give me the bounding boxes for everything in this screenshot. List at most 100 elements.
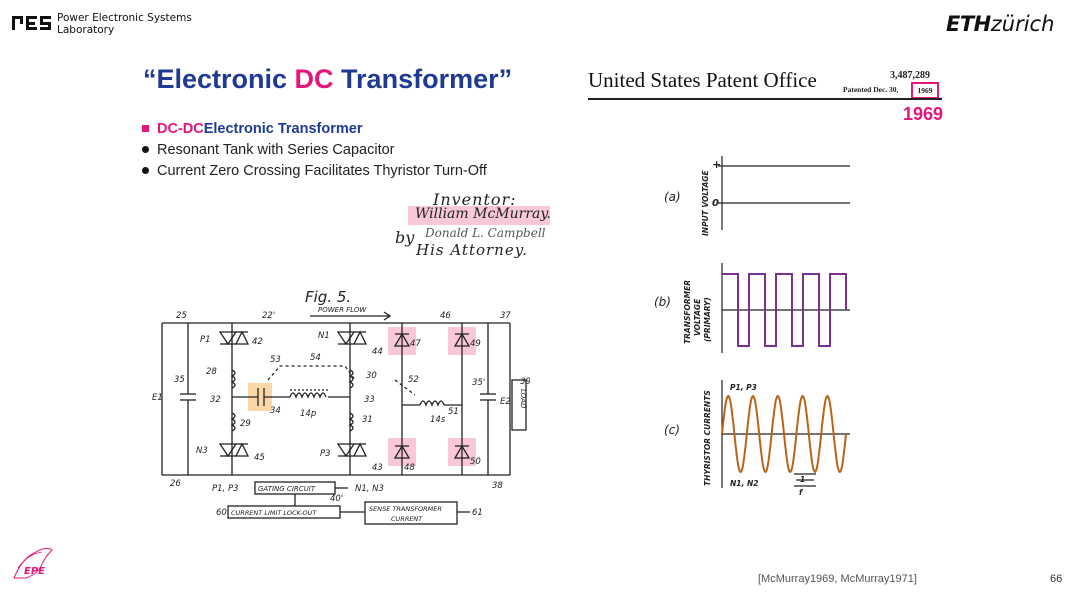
citation: [McMurray1969, McMurray1971]	[758, 573, 917, 585]
ref-14p: 14p	[300, 409, 316, 419]
epe-logo-icon: EPE	[13, 547, 53, 579]
inventor-name: William McMurray.	[415, 206, 551, 222]
power-flow-label: POWER FLOW	[318, 306, 367, 314]
ref-35p: 35'	[472, 378, 485, 388]
load-label: LOAD	[519, 389, 527, 409]
circuit-diagram: Fig. 5. POWER FLOW GATING CIRCUIT CURREN…	[152, 288, 530, 525]
n3-label: N3	[196, 446, 208, 456]
ref-53: 53	[270, 355, 281, 365]
ref-32: 32	[210, 395, 221, 405]
e2-label: E2	[500, 397, 511, 407]
patent-header-rule	[588, 98, 942, 100]
slide-title: “Electronic DC Transformer”	[143, 64, 512, 95]
ref-52: 52	[408, 375, 419, 385]
ref-30: 30	[366, 371, 377, 381]
waveform-c-label: (c)	[664, 423, 680, 437]
ref-49: 49	[470, 339, 481, 349]
ref-39: 39	[520, 377, 530, 387]
transformer-axis-label-1: TRANSFORMER	[683, 280, 692, 344]
waveform-b-label: (b)	[654, 295, 671, 309]
ref-61: 61	[472, 508, 483, 518]
dot-bullet-icon	[142, 167, 149, 174]
thyristor-current-wave	[721, 394, 847, 474]
e1-label: E1	[152, 393, 163, 403]
lab-name: Power Electronic Systems Laboratory	[57, 12, 192, 36]
ref-43: 43	[372, 463, 383, 473]
ref-60: 60	[216, 508, 227, 518]
bullet-item: Current Zero Crossing Facilitates Thyris…	[140, 160, 487, 181]
n1n2-wave-label: N1, N2	[730, 479, 758, 488]
sense-current-label: CURRENT	[391, 515, 423, 523]
ref-25: 25	[176, 311, 187, 321]
dot-bullet-icon	[142, 146, 149, 153]
ref-22: 22'	[262, 311, 275, 321]
lab-name-line2: Laboratory	[57, 24, 115, 36]
patented-date-label: Patented Dec. 30,	[843, 85, 899, 94]
ref-51: 51	[448, 407, 459, 417]
lab-name-line1: Power Electronic Systems	[57, 12, 192, 24]
ref-50: 50	[470, 457, 481, 467]
inventor-label: Inventor:	[433, 190, 517, 209]
attorney-label: His Attorney.	[416, 241, 528, 259]
transformer-axis-label-2: VOLTAGE	[693, 298, 702, 336]
thyristor-currents-axis-label: THYRISTOR CURRENTS	[703, 390, 712, 486]
p1p3-wave-label: P1, P3	[730, 383, 757, 392]
ref-33: 33	[364, 395, 375, 405]
eth-logo-rest: zürich	[990, 12, 1055, 36]
title-part2: Transformer”	[333, 64, 513, 94]
ref-46: 46	[440, 311, 451, 321]
input-voltage-axis-label: INPUT VOLTAGE	[701, 170, 710, 236]
svg-text:EPE: EPE	[24, 566, 45, 577]
bullet-item: Resonant Tank with Series Capacitor	[140, 139, 487, 160]
p1-label: P1	[200, 335, 211, 345]
ref-44: 44	[372, 347, 383, 357]
ref-29: 29	[240, 419, 251, 429]
bullet-accent: DC-DC	[157, 120, 204, 137]
ref-42: 42	[252, 337, 263, 347]
ref-34: 34	[270, 406, 281, 416]
ref-14s: 14s	[430, 415, 446, 425]
figure-label: Fig. 5.	[305, 288, 351, 306]
inventor-highlight	[408, 206, 550, 225]
eth-logo-bold: ETH	[946, 12, 991, 36]
eth-logo-icon: ETHzürich	[946, 12, 1054, 36]
ref-38: 38	[492, 481, 503, 491]
bullet-text: Current Zero Crossing Facilitates Thyris…	[157, 162, 487, 179]
p1p3-label: P1, P3	[212, 484, 238, 494]
bullet-text: Electronic Transformer	[203, 120, 363, 137]
transformer-voltage-wave	[722, 273, 847, 347]
patent-number: 3,487,289	[890, 70, 930, 81]
title-part1: “Electronic	[143, 64, 295, 94]
ref-31: 31	[362, 415, 373, 425]
p3-label: P3	[320, 449, 331, 459]
ref-47: 47	[410, 339, 421, 349]
patent-office-title: United States Patent Office	[588, 68, 817, 92]
ref-54: 54	[310, 353, 321, 363]
ref-45: 45	[254, 453, 265, 463]
n1-label: N1	[318, 331, 330, 341]
year-highlight: 1969	[903, 104, 944, 124]
ref-48: 48	[404, 463, 415, 473]
waveform-diagram: (a) (b) (c) INPUT VOLTAGE TRANSFORMER VO…	[654, 156, 850, 497]
ref-35: 35	[174, 375, 185, 385]
ref-40: 40'	[330, 494, 343, 504]
plus-label: +	[712, 158, 721, 171]
transformer-axis-label-3: (PRIMARY)	[703, 297, 712, 342]
current-limit-label: CURRENT LIMIT LOCK-OUT	[231, 509, 317, 517]
patent-year-boxed: 1969	[911, 82, 939, 99]
page-number: 66	[1050, 573, 1063, 585]
bullet-text: Resonant Tank with Series Capacitor	[157, 141, 395, 158]
title-accent: DC	[294, 64, 334, 94]
waveform-a-label: (a)	[664, 190, 681, 204]
zero-label: 0	[712, 198, 719, 209]
sense-transformer-label: SENSE TRANSFORMER	[369, 505, 442, 513]
pes-logo-icon	[12, 16, 51, 30]
ref-26: 26	[170, 479, 181, 489]
n1n3-label: N1, N3	[355, 484, 384, 494]
gating-circuit-label: GATING CIRCUIT	[258, 485, 316, 493]
bullet-list: DC-DC Electronic Transformer Resonant Ta…	[140, 118, 487, 181]
period-denominator: f	[799, 488, 804, 497]
ref-28: 28	[206, 367, 217, 377]
by-label: by	[395, 228, 415, 247]
attorney-signature: Donald L. Campbell	[425, 226, 546, 240]
